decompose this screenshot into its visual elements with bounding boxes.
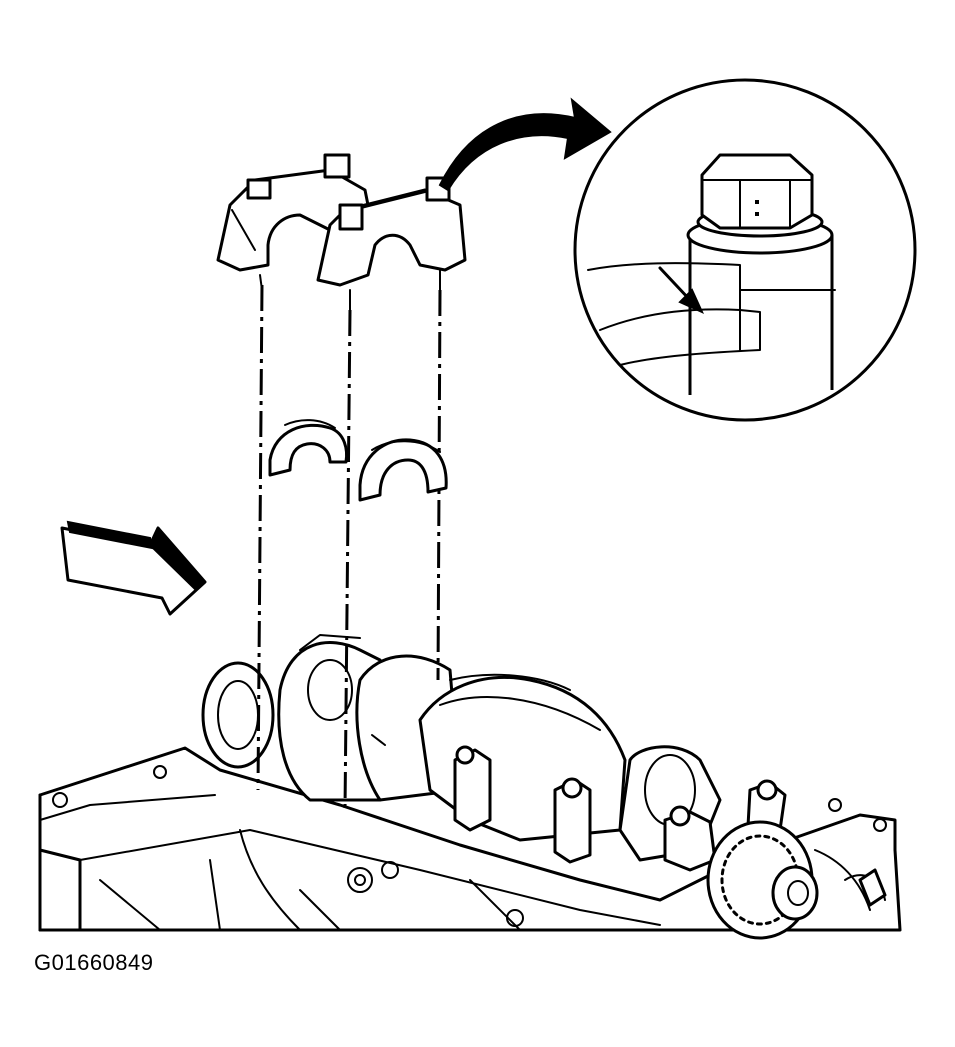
bearing-shells [268, 419, 448, 502]
installed-bearing-caps [453, 745, 787, 872]
figure-code-label: G01660849 [34, 950, 154, 975]
view-direction-arrow [60, 520, 207, 616]
detail-callout-arrow [438, 97, 612, 192]
detail-indicator-arrow [658, 266, 705, 315]
bearing-caps-removed [216, 153, 467, 311]
bolt-detail-view [573, 78, 917, 422]
alignment-lines [256, 284, 442, 811]
engine-block [38, 746, 902, 932]
crank-sprocket [706, 798, 887, 940]
